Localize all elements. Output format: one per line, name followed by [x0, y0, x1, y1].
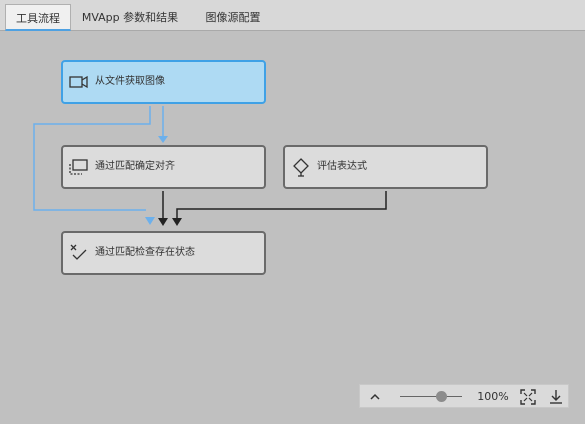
arrowhead-check-align — [158, 218, 168, 226]
node-acquire-image-from-file[interactable]: 从文件获取图像 — [61, 60, 266, 104]
fit-to-screen-icon[interactable] — [518, 387, 538, 407]
zoom-slider-track[interactable] — [400, 396, 462, 397]
camera-icon — [69, 75, 88, 89]
download-icon[interactable] — [546, 387, 566, 407]
node-label: 通过匹配确定对齐 — [95, 161, 175, 172]
connectors — [33, 106, 387, 226]
arrowhead-align — [158, 136, 168, 143]
node-determine-alignment[interactable]: 通过匹配确定对齐 — [61, 145, 266, 189]
arrowhead-check-evaluate — [172, 218, 182, 226]
tab-bar: 工具流程 MVApp 参数和结果 图像源配置 — [0, 0, 585, 31]
flow-canvas[interactable]: 从文件获取图像 通过匹配确定对齐 评估表达式 通过匹配检查存在状态 — [0, 32, 585, 424]
node-evaluate-expression[interactable]: 评估表达式 — [283, 145, 488, 189]
chevron-up-icon[interactable] — [365, 387, 385, 407]
expression-diamond-icon — [293, 158, 309, 177]
connector-acquire-check — [33, 106, 151, 211]
zoom-percent-label: 100% — [477, 390, 509, 403]
node-label: 从文件获取图像 — [95, 76, 165, 87]
align-rectangle-icon — [69, 159, 88, 175]
tab-tool-flow[interactable]: 工具流程 — [5, 4, 71, 31]
tab-image-source-config[interactable]: 图像源配置 — [205, 11, 261, 24]
node-check-presence-by-match[interactable]: 通过匹配检查存在状态 — [61, 231, 266, 275]
node-label: 评估表达式 — [317, 161, 367, 172]
arrowhead-check-blue — [145, 217, 155, 225]
check-presence-icon — [70, 244, 87, 260]
node-label: 通过匹配检查存在状态 — [95, 247, 195, 258]
zoom-slider-thumb[interactable] — [436, 391, 447, 402]
zoom-toolbar: 100% — [359, 384, 569, 408]
tab-mvapp-params-results[interactable]: MVApp 参数和结果 — [81, 11, 179, 24]
connector-evaluate-check — [176, 191, 387, 218]
